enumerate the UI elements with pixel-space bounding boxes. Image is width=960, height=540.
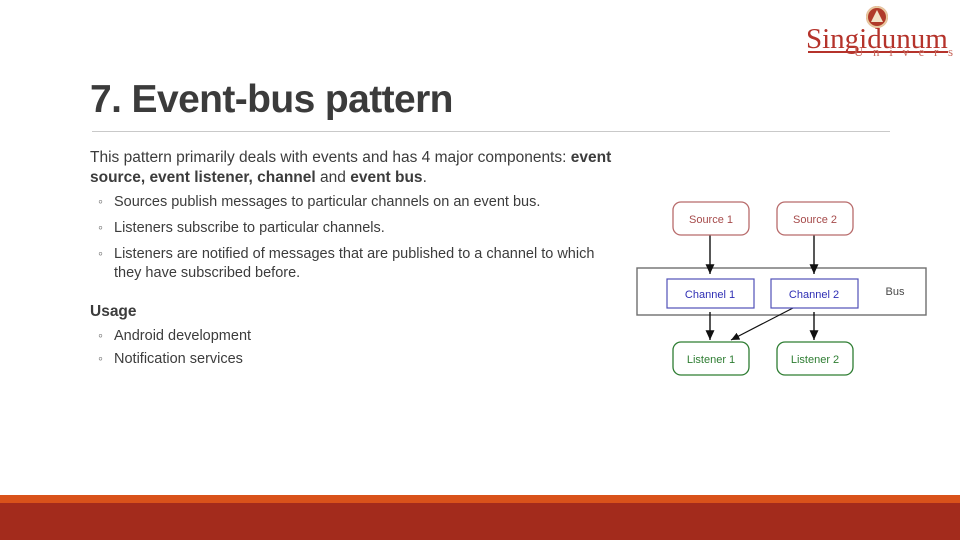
- logo-divider: [808, 51, 948, 53]
- node-channel-1: [666, 278, 755, 309]
- node-source-1: [672, 201, 750, 236]
- node-channel-2-label: Channel 2: [789, 289, 839, 301]
- arrow-channel2-listener1: [730, 307, 794, 341]
- list-item: Listeners are notified of messages that …: [90, 244, 620, 283]
- bus-label: Bus: [886, 286, 905, 298]
- footer-stripe-red: [0, 503, 960, 540]
- list-item: Listeners subscribe to particular channe…: [90, 218, 620, 238]
- node-listener-1: [672, 341, 750, 376]
- usage-bullet-list: Android development Notification service…: [90, 326, 620, 369]
- node-listener-2: [776, 341, 854, 376]
- paragraph-lead: This pattern primarily deals with events…: [90, 149, 571, 166]
- list-item: Sources publish messages to particular c…: [90, 192, 620, 212]
- node-channel-2: [770, 278, 859, 309]
- usage-heading: Usage: [90, 303, 137, 320]
- logo-subtitle: U n i v e r s i t y: [854, 44, 960, 59]
- node-source-1-label: Source 1: [689, 214, 733, 226]
- feature-bullet-list: Sources publish messages to particular c…: [90, 192, 620, 283]
- event-bus-diagram: Bus Source 1 Source 2 Channel 1 Channel …: [630, 190, 940, 390]
- content-column: This pattern primarily deals with events…: [90, 148, 620, 373]
- title-divider: [92, 131, 890, 132]
- logo-wordmark: Singidunum: [806, 23, 948, 55]
- list-item: Notification services: [90, 349, 620, 369]
- node-listener-1-label: Listener 1: [687, 354, 735, 366]
- intro-paragraph: This pattern primarily deals with events…: [90, 148, 620, 187]
- node-source-2-label: Source 2: [793, 214, 837, 226]
- node-listener-2-label: Listener 2: [791, 354, 839, 366]
- paragraph-tail: .: [422, 168, 427, 186]
- node-source-2: [776, 201, 854, 236]
- list-item: Android development: [90, 326, 620, 346]
- university-logo: Singidunum U n i v e r s i t y: [806, 6, 960, 60]
- paragraph-bold-1: event source, event listener, channel: [90, 149, 612, 186]
- shield-crest-icon: [866, 6, 888, 28]
- footer-stripe-orange: [0, 495, 960, 503]
- node-channel-1-label: Channel 1: [685, 289, 735, 301]
- paragraph-bold-2: event bus: [350, 168, 423, 186]
- page-title: 7. Event-bus pattern: [90, 78, 454, 121]
- paragraph-mid: and: [315, 168, 351, 186]
